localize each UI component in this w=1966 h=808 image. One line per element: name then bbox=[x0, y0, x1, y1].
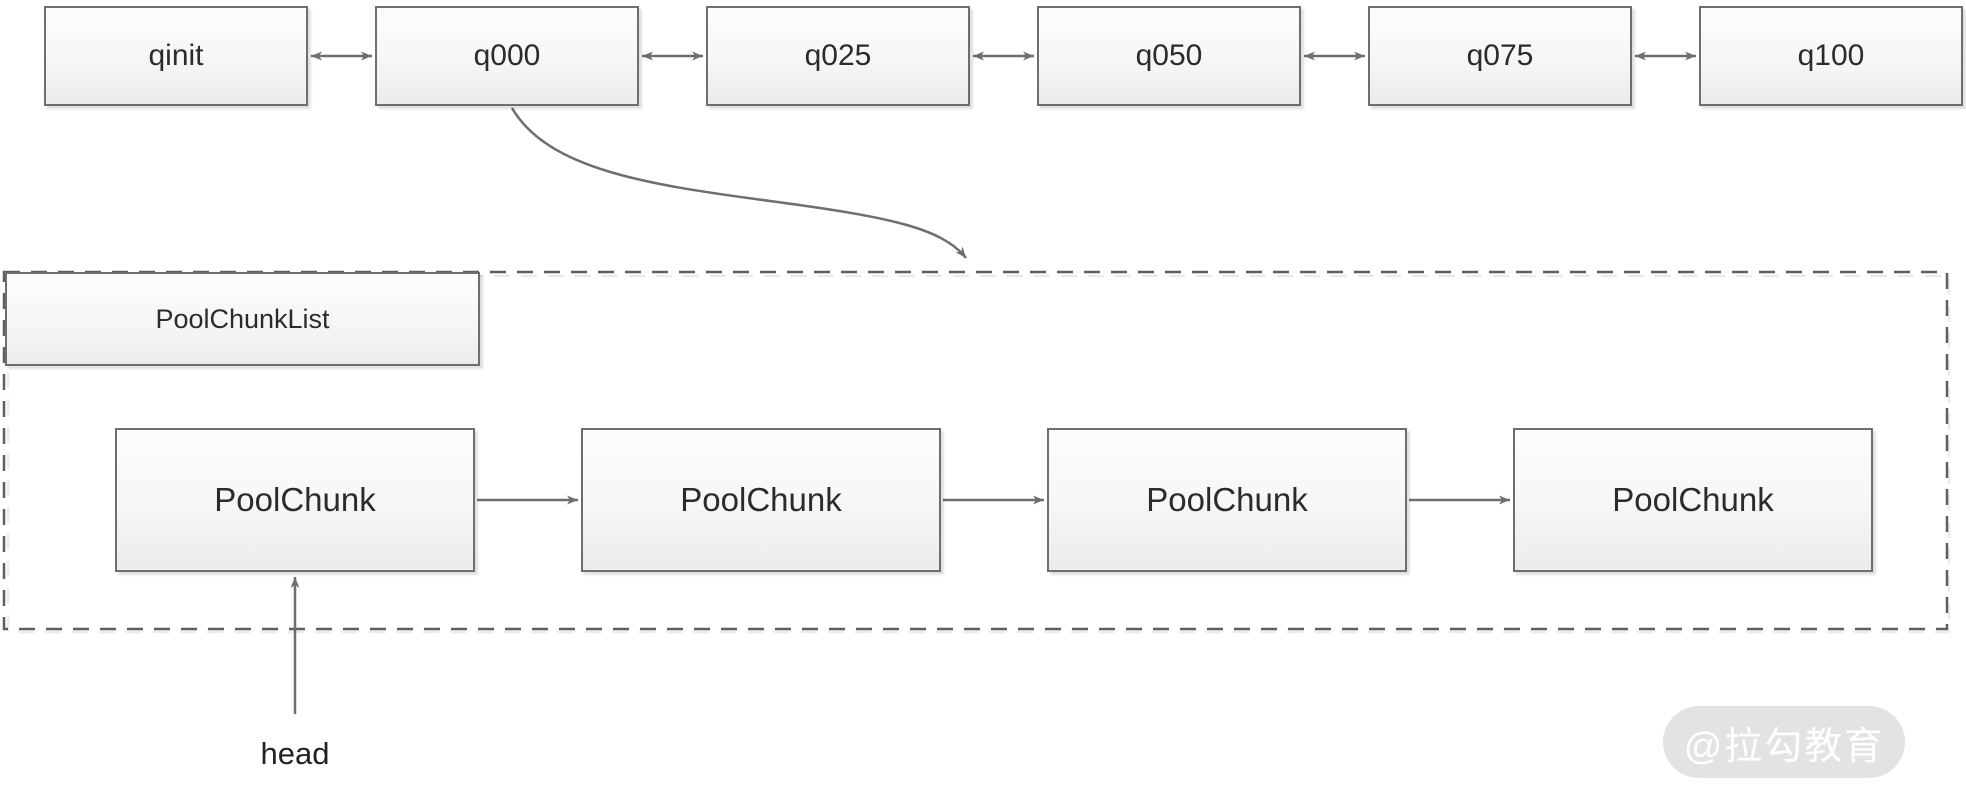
pool-chunk-2-label: PoolChunk bbox=[680, 481, 842, 518]
node-q075-label: q075 bbox=[1466, 39, 1534, 72]
pool-chunk-4-label: PoolChunk bbox=[1612, 481, 1774, 518]
node-qinit-label: qinit bbox=[148, 39, 204, 72]
node-q025-label: q025 bbox=[804, 39, 872, 72]
node-q050: q050 bbox=[1037, 6, 1301, 106]
node-q075: q075 bbox=[1368, 6, 1632, 106]
node-q100: q100 bbox=[1699, 6, 1963, 106]
dashed-container-shadow bbox=[6, 274, 1951, 634]
pool-chunk-3-label: PoolChunk bbox=[1146, 481, 1308, 518]
node-q025: q025 bbox=[706, 6, 970, 106]
node-pool-chunk-4: PoolChunk bbox=[1513, 428, 1873, 572]
curved-arrow-q000-to-container bbox=[510, 107, 967, 259]
watermark-badge: @拉勾教育 bbox=[1663, 706, 1905, 778]
head-annotation-label: head bbox=[260, 736, 330, 771]
node-pool-chunk-2: PoolChunk bbox=[581, 428, 941, 572]
node-qinit: qinit bbox=[44, 6, 308, 106]
node-pool-chunk-1: PoolChunk bbox=[115, 428, 475, 572]
pool-chunk-list-title-box: PoolChunkList bbox=[5, 272, 480, 366]
node-q000-label: q000 bbox=[473, 39, 541, 72]
pool-chunk-1-label: PoolChunk bbox=[214, 481, 376, 518]
node-q000: q000 bbox=[375, 6, 639, 106]
pool-chunk-list-label: PoolChunkList bbox=[155, 303, 330, 334]
node-q100-label: q100 bbox=[1797, 39, 1865, 72]
node-pool-chunk-3: PoolChunk bbox=[1047, 428, 1407, 572]
dashed-container-border bbox=[2, 270, 1949, 631]
watermark-text: @拉勾教育 bbox=[1683, 725, 1885, 768]
node-q050-label: q050 bbox=[1135, 39, 1203, 72]
